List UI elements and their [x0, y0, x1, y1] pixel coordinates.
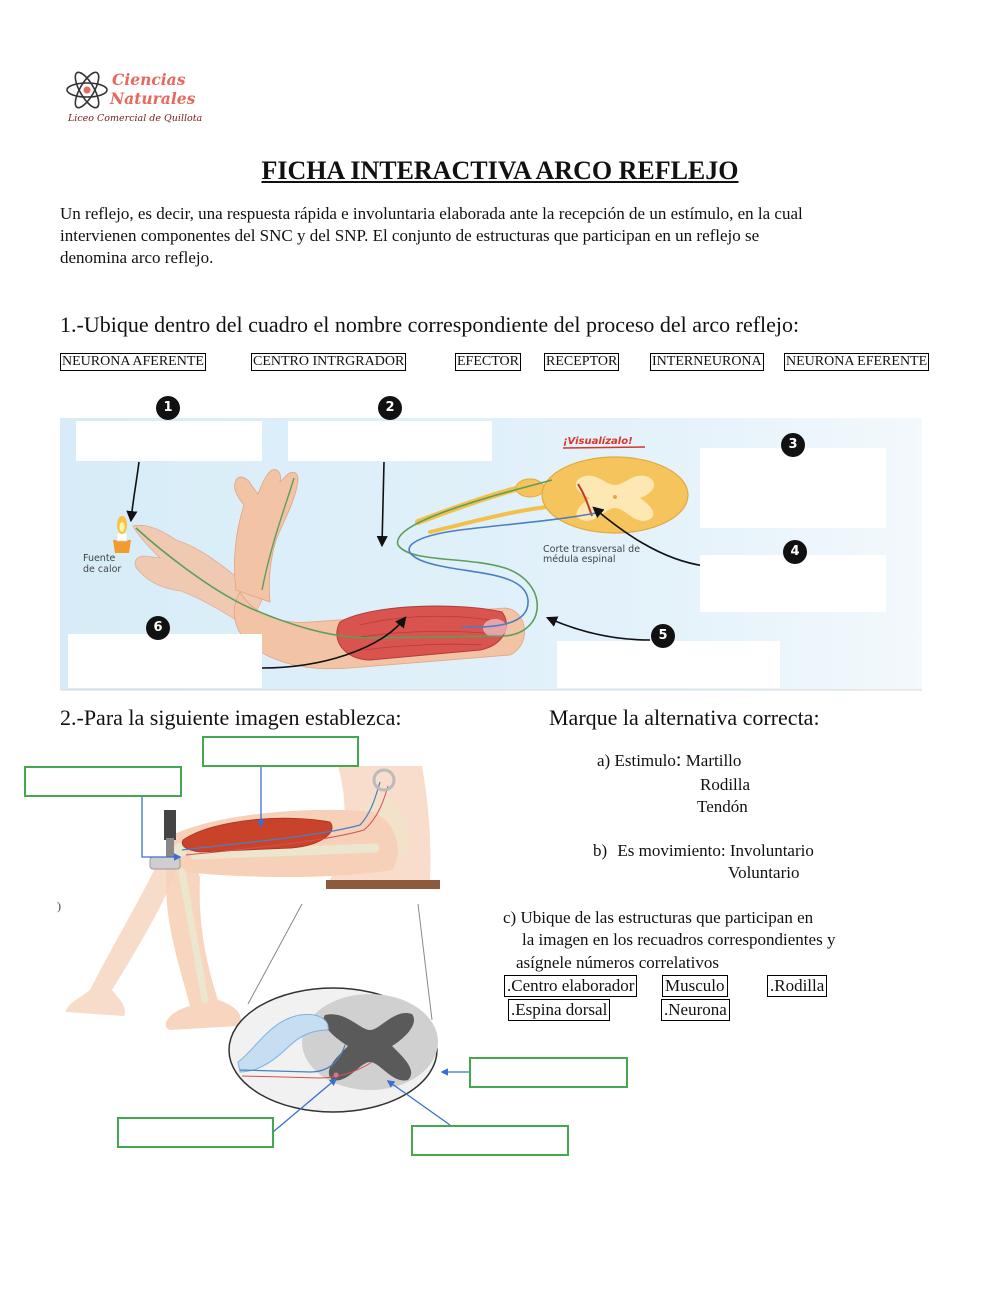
- question-a: a) Estimulo: Martillo: [597, 750, 741, 771]
- logo-subtitle: Liceo Comercial de Quillota: [68, 113, 203, 124]
- section1-prompt: 1.-Ubique dentro del cuadro el nombre co…: [60, 312, 800, 337]
- answer-box-2[interactable]: [288, 421, 492, 461]
- logo-line-2: Naturales: [110, 89, 196, 108]
- leg-answer-box-2[interactable]: [24, 766, 182, 797]
- structure-chip[interactable]: .Neurona: [661, 999, 730, 1021]
- spinal-cord-label: Corte transversal de: [543, 544, 640, 555]
- number-marker-1: 1: [156, 396, 180, 420]
- question-a-label: Estimulo: [614, 751, 676, 770]
- structure-chip[interactable]: .Espina dorsal: [508, 999, 611, 1021]
- answer-box-4[interactable]: [700, 555, 886, 612]
- connector-lines: [141, 767, 469, 1133]
- spinal-cord-small: [372, 768, 396, 792]
- question-c-line: asígnele números correlativos: [516, 953, 719, 972]
- leg-answer-box-1[interactable]: [202, 736, 359, 767]
- sensory-nerve: [181, 781, 381, 851]
- option-b-2[interactable]: Voluntario: [728, 863, 800, 882]
- question-a-letter: a): [597, 751, 611, 770]
- heat-source-label: Fuente: [83, 553, 116, 564]
- section3-prompt: Marque la alternativa correcta:: [549, 705, 820, 730]
- section2-prompt: 2.-Para la siguiente imagen establezca:: [60, 705, 402, 730]
- question-b-letter: b): [593, 841, 608, 860]
- page-title: FICHA INTERACTIVA ARCO REFLEJO: [261, 156, 739, 185]
- question-a-colon: :: [675, 749, 682, 771]
- intro-line: denomina arco reflejo.: [60, 248, 214, 267]
- stray-mark: ): [57, 899, 61, 913]
- logo-line-1: Ciencias: [112, 70, 186, 89]
- efferent-nerve: [408, 512, 597, 628]
- biceps-muscle: [336, 605, 507, 661]
- leg-answer-box-5[interactable]: [411, 1125, 569, 1156]
- visualize-badge: ¡Visualízalo!: [563, 435, 633, 447]
- afferent-nerve: [135, 479, 553, 639]
- leg-answer-box-3[interactable]: [469, 1057, 628, 1088]
- knee-reflex-illustration: [66, 766, 469, 1133]
- option-a-3[interactable]: Tendón: [697, 797, 748, 816]
- question-c-line: la imagen en los recuadros correspondien…: [522, 930, 836, 949]
- pointer-arrows: [126, 461, 706, 669]
- word-bank-chip[interactable]: NEURONA EFERENTE: [784, 353, 930, 371]
- question-c-line: c) Ubique de las estructuras que partici…: [503, 908, 814, 927]
- answer-box-6[interactable]: [68, 634, 262, 688]
- visualize-badge-underline: [562, 446, 646, 449]
- candle: [113, 516, 131, 553]
- number-marker-4: 4: [783, 540, 807, 564]
- option-a-1[interactable]: Martillo: [685, 751, 742, 770]
- reflex-hammer: [149, 810, 181, 870]
- number-marker-6: 6: [146, 616, 170, 640]
- option-b-1[interactable]: Involuntario: [729, 841, 814, 860]
- answer-box-1[interactable]: [76, 421, 262, 461]
- zoom-lines: [247, 903, 433, 1021]
- structure-chip[interactable]: .Rodilla: [767, 975, 828, 997]
- chair-seat: [326, 880, 440, 889]
- word-bank-chip[interactable]: INTERNEURONA: [650, 353, 764, 371]
- spinal-cord-zoom: [228, 987, 438, 1113]
- option-a-2[interactable]: Rodilla: [700, 775, 751, 794]
- answer-box-5[interactable]: [557, 641, 780, 688]
- question-b-label: Es movimiento:: [617, 841, 726, 860]
- question-b: b) Es movimiento: Involuntario: [593, 841, 814, 861]
- number-marker-3: 3: [781, 433, 805, 457]
- answer-box-3[interactable]: [700, 448, 886, 528]
- word-bank-chip[interactable]: NEURONA AFERENTE: [60, 353, 206, 371]
- afferent-nerve: [261, 477, 295, 591]
- seated-body: [66, 766, 431, 1030]
- word-bank-chip[interactable]: EFECTOR: [455, 353, 521, 371]
- heat-source-label: de calor: [83, 564, 121, 575]
- spinal-cord-label: médula espinal: [543, 554, 616, 565]
- word-bank-chip[interactable]: CENTRO INTRGRADOR: [251, 353, 407, 371]
- intro-line: intervienen componentes del SNC y del SN…: [60, 226, 760, 245]
- atom-icon: [66, 71, 108, 109]
- motor-nerve: [185, 785, 389, 856]
- number-marker-2: 2: [378, 396, 402, 420]
- intro-line: Un reflejo, es decir, una respuesta rápi…: [60, 204, 803, 223]
- structure-chip[interactable]: .Centro elaborador: [504, 975, 638, 997]
- leg-answer-box-4[interactable]: [117, 1117, 274, 1148]
- word-bank-chip[interactable]: RECEPTOR: [544, 353, 620, 371]
- number-marker-5: 5: [651, 624, 675, 648]
- structure-chip[interactable]: Musculo: [662, 975, 728, 997]
